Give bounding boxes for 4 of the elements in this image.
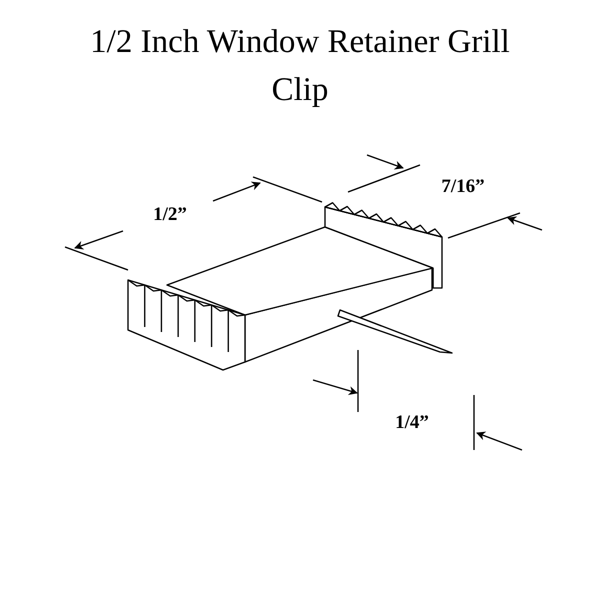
title: 1/2 Inch Window Retainer Grill Clip [89,23,511,110]
dimension-label: 7/16” [441,174,485,199]
dimension-label: 1/4” [395,410,429,435]
dimension-label: 1/2” [153,202,187,227]
